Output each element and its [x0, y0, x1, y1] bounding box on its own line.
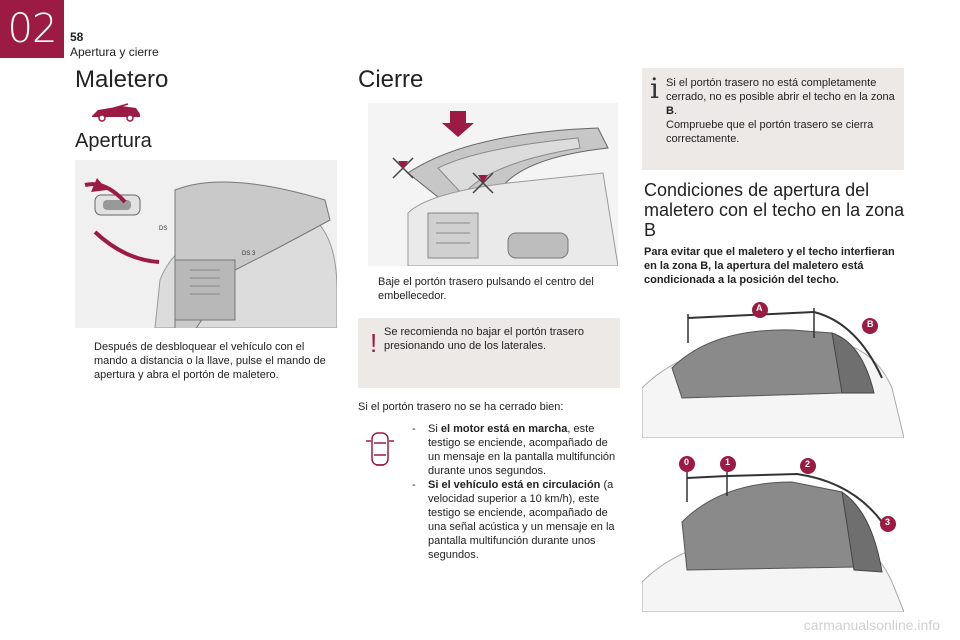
middle-bullet: Baje el portón trasero pulsando el centr… [362, 275, 620, 303]
watermark: carmanualsonline.info [803, 617, 940, 633]
right-title: Condiciones de apertura del maletero con… [644, 180, 905, 240]
warning-icon: ! [370, 328, 378, 358]
tailgate-open-warning-icon [366, 432, 394, 466]
roof-zone-b-drawing [642, 302, 904, 438]
info-icon: i [650, 72, 659, 105]
tailgate-closing-drawing [392, 111, 618, 266]
info-box: i Si el portón trasero no está completam… [642, 68, 904, 170]
left-bullet: Después de desbloquear el vehículo con e… [78, 340, 340, 382]
roof-positions-illustration: 0 1 2 3 [642, 452, 904, 612]
badge-ds: DS [159, 226, 168, 232]
list-item-text: Si el vehículo está en circulación (a ve… [428, 479, 615, 561]
closing-illustration [368, 103, 618, 266]
list-item: - Si el vehículo está en circulación (a … [412, 478, 620, 562]
badge-ds3: DS 3 [242, 251, 256, 257]
title-cierre: Cierre [358, 66, 424, 93]
info-text: Si el portón trasero no está completamen… [666, 77, 895, 145]
tailgate-opening-drawing [75, 160, 337, 328]
roof-zone-b-illustration: A B [642, 298, 904, 438]
right-intro: Para evitar que el maletero y el techo i… [644, 246, 895, 286]
left-bullet-text: Después de desbloquear el vehículo con e… [94, 341, 326, 381]
page-number: 58 [70, 30, 84, 44]
bullet-marker [362, 275, 378, 303]
warning-conditions-list: - Si el motor está en marcha, este testi… [412, 422, 620, 562]
marker-a: A [756, 303, 763, 313]
marker-0: 0 [684, 457, 690, 467]
marker-3: 3 [885, 517, 891, 527]
subtitle-apertura: Apertura [75, 130, 152, 152]
roof-positions-drawing [642, 456, 904, 612]
list-item: - Si el motor está en marcha, este testi… [412, 422, 620, 478]
not-closed-text: Si el portón trasero no se ha cerrado bi… [358, 401, 564, 413]
marker-1: 1 [725, 457, 731, 467]
opening-illustration: DS DS 3 [75, 160, 337, 328]
marker-b: B [867, 319, 874, 329]
convertible-car-icon [92, 103, 140, 122]
title-maletero: Maletero [75, 66, 169, 93]
marker-2: 2 [805, 459, 811, 469]
middle-bullet-text: Baje el portón trasero pulsando el centr… [378, 276, 594, 302]
warning-text: Se recomienda no bajar el portón trasero… [384, 326, 584, 352]
bullet-marker [78, 340, 94, 382]
list-item-text: Si el motor está en marcha, este testigo… [428, 423, 616, 477]
chapter-tab: 02 [0, 0, 64, 58]
warning-box: ! Se recomienda no bajar el portón trase… [358, 318, 620, 388]
section-title: Apertura y cierre [70, 45, 159, 59]
